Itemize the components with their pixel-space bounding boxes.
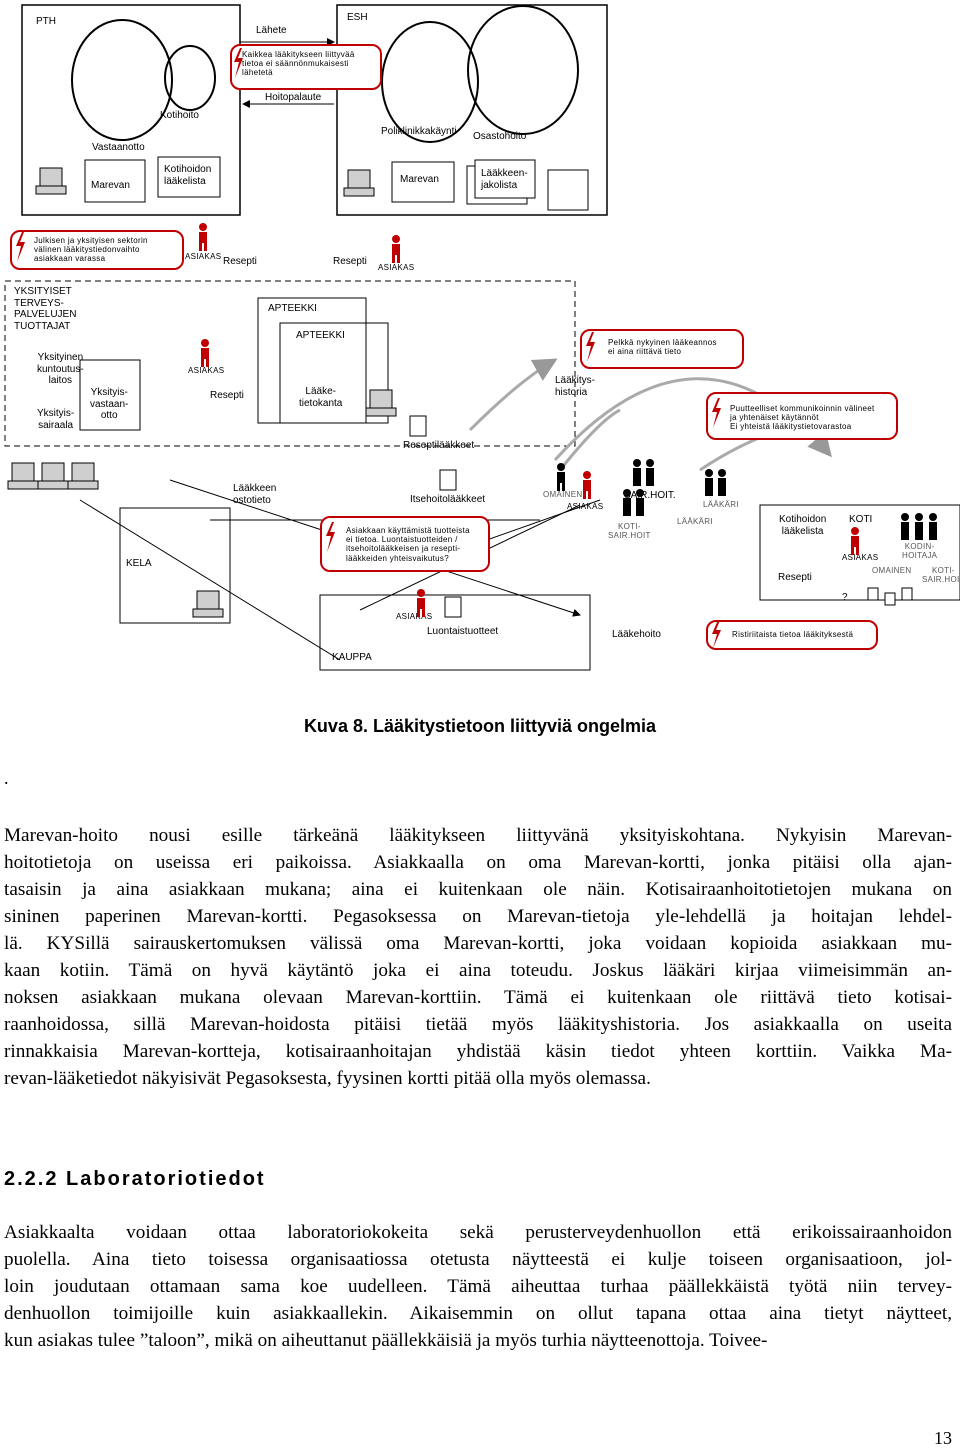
- laakityshistoria-label: Lääkitys- historia: [555, 375, 596, 398]
- pth-label: PTH: [36, 16, 56, 27]
- person-icon: [417, 589, 425, 617]
- person-group-icon: [623, 489, 644, 516]
- warning-bolt-icon: [712, 398, 721, 428]
- warning-text-asiakkaan: Asiakkaan käyttämistä tuotteista ei tiet…: [346, 526, 470, 563]
- paragraph-marevan: Marevan-hoito nousi esille tärkeänä lääk…: [4, 822, 952, 1092]
- kodinhoitaja-label: KODIN- HOITAJA: [902, 542, 938, 561]
- yksityisvastaanotto-label: Yksityis- vastaan- otto: [90, 387, 129, 421]
- kauppa-label: KAUPPA: [332, 652, 372, 663]
- person-icon: [557, 463, 565, 491]
- kela-label: KELA: [126, 558, 152, 569]
- person-icon: [392, 235, 400, 263]
- hoitopalaute-label: Hoitopalaute: [265, 92, 322, 103]
- laakari-label-2: LÄÄKÄRI: [677, 517, 713, 526]
- yksityissairaala-label: Yksityis- sairaala: [37, 408, 75, 431]
- kuntoutuslaitos-label: Yksityinen kuntoutus- laitos: [37, 352, 84, 386]
- asiakas-label-3: ASIAKAS: [188, 366, 225, 375]
- warning-text-puutteelliset: Puutteelliset kommunikoinnin välineet ja…: [730, 404, 875, 432]
- warning-bolt-icon: [586, 332, 595, 362]
- asiakas-label-4: ASIAKAS: [567, 502, 604, 511]
- esh-label: ESH: [347, 12, 368, 23]
- asiakas-label-6: ASIAKAS: [396, 612, 433, 621]
- warning-box-asiakkaan: Asiakkaan käyttämistä tuotteista ei tiet…: [320, 516, 490, 572]
- warning-text-ristiriitaista: Ristiriitaista tietoa lääkityksestä: [732, 630, 854, 639]
- person-icon: [201, 339, 209, 367]
- kotihoidon-laakelista-top: Kotihoidon lääkelista: [164, 164, 212, 187]
- figure-caption: Kuva 8. Lääkitystietoon liittyviä ongelm…: [303, 716, 657, 736]
- warning-text-julkinen: Julkisen ja yksityisen sektorin välinen …: [34, 236, 148, 264]
- warning-text-top: Kaikkea lääkitykseen liittyvää tietoa ei…: [242, 50, 355, 78]
- osastohoito-label: Osastohoito: [473, 131, 527, 142]
- resepti-label-3: Resepti: [210, 390, 244, 401]
- itsehoitolaakkeet-label: Itsehoitolääkkeet: [410, 494, 486, 505]
- asiakas-label-1: ASIAKAS: [185, 252, 222, 261]
- warning-bolt-icon: [234, 48, 243, 78]
- poliklinikkakaynti-label: Poliklinikkakäynti: [381, 126, 457, 137]
- question-mark: ?: [842, 592, 848, 603]
- person-icon: [851, 527, 859, 555]
- koti-label: KOTI: [849, 514, 873, 525]
- yksityiset-label: YKSITYISET TERVEYS- PALVELUJEN TUOTTAJAT: [14, 286, 77, 332]
- person-group-icon: [633, 459, 654, 486]
- laaketietokanta-label: Lääke- tietokanta: [299, 386, 343, 409]
- text-line: kaan kotiin. Tämä on hyvä käytäntö joka …: [4, 960, 952, 981]
- apteekki-inner-label: APTEEKKI: [296, 330, 345, 341]
- text-line: kun asiakas tulee ”taloon”, mikä on aihe…: [4, 1330, 768, 1351]
- person-icon: [583, 471, 591, 499]
- kotisairhoit-label: KOTI- SAIR.HOIT: [608, 522, 651, 541]
- laakari-label-1: LÄÄKÄRI: [703, 500, 739, 509]
- apteekki-outer-label: APTEEKKI: [268, 303, 317, 314]
- omainen-label-1: OMAINEN: [543, 490, 583, 499]
- warning-bolt-icon: [326, 522, 335, 552]
- laakehoito-label: Lääkehoito: [612, 629, 661, 640]
- person-icon: [199, 223, 207, 251]
- person-group-icon: [705, 469, 726, 496]
- warning-box-julkinen: Julkisen ja yksityisen sektorin välinen …: [10, 230, 184, 270]
- paragraph-laboratorio: Asiakkaalta voidaan ottaa laboratoriokok…: [4, 1219, 952, 1354]
- laakkeenjakolista-label: Lääkkeen- jakolista: [481, 168, 528, 191]
- kotisairhoit-label-2: KOTI- SAIR.HOIT: [922, 566, 960, 585]
- warning-text-pelkka: Pelkkä nykyinen lääkeannos ei aina riitt…: [608, 338, 717, 357]
- warning-box-ristiriitaista: Ristiriitaista tietoa lääkityksestä: [706, 620, 878, 650]
- asiakas-label-5: ASIAKAS: [842, 553, 879, 562]
- text-line: Asiakkaalta voidaan ottaa laboratoriokok…: [4, 1222, 952, 1243]
- text-line: tasaisin ja aina asiakkaan mukana; aina …: [4, 879, 952, 900]
- text-line: denhuollon toimijoille kuin asiakkaallek…: [4, 1303, 952, 1324]
- diagram-lines: [4, 4, 960, 671]
- laakkeen-ostotieto-label: Lääkkeen ostotieto: [233, 483, 277, 506]
- omainen-label-2: OMAINEN: [872, 566, 912, 575]
- warning-box-puutteelliset: Puutteelliset kommunikoinnin välineet ja…: [706, 392, 898, 440]
- text-line: puolella. Aina tieto toisessa organisaat…: [4, 1249, 952, 1270]
- text-line: hoitotietoja on useissa eri paikoissa. A…: [4, 852, 952, 873]
- vastaanotto-label: Vastaanotto: [92, 142, 145, 153]
- text-line: loin joudutaan ottamaan sama koe uudelle…: [4, 1276, 952, 1297]
- text-line: Marevan-hoito nousi esille tärkeänä lääk…: [4, 825, 952, 846]
- text-line: rinnakkaisia Marevan-kortteja, kotisaira…: [4, 1041, 952, 1062]
- text-line: lä. KYSillä sairauskertomuksen välissä o…: [4, 933, 952, 954]
- asiakas-label-2: ASIAKAS: [378, 263, 415, 272]
- reseptilaakkeet-label: Reseptilääkkeet: [403, 440, 475, 451]
- warning-box-top: Kaikkea lääkitykseen liittyvää tietoa ei…: [230, 44, 382, 90]
- section-heading: 2.2.2 Laboratoriotiedot: [4, 1168, 266, 1190]
- warning-box-pelkka: Pelkkä nykyinen lääkeannos ei aina riitt…: [580, 329, 744, 369]
- marevan-card-left: Marevan: [91, 180, 130, 191]
- kotihoidon-laakelista-bottom: Kotihoidon lääkelista: [779, 514, 827, 537]
- text-line: raanhoidossa, sillä Marevan-hoidosta pit…: [4, 1014, 952, 1035]
- lahete-label: Lähete: [256, 25, 287, 36]
- resepti-label-1: Resepti: [223, 256, 257, 267]
- text-line: sininen paperinen Marevan-kortti. Pegaso…: [4, 906, 952, 927]
- luontaistuotteet-label: Luontaistuotteet: [427, 626, 499, 637]
- page-number: 13: [934, 1428, 952, 1448]
- person-group-icon: [901, 513, 937, 540]
- stray-dot: .: [4, 768, 9, 788]
- kotihoito-label: Kotihoito: [160, 110, 199, 121]
- text-line: noksen asiakkaan mukana olevaan Marevan-…: [4, 987, 952, 1008]
- sairhoit-label: SAIR.HOIT.: [624, 490, 676, 501]
- marevan-card-right: Marevan: [400, 174, 439, 185]
- resepti-label-4: Resepti: [778, 572, 812, 583]
- warning-bolt-icon: [712, 620, 721, 648]
- resepti-label-2: Resepti: [333, 256, 367, 267]
- text-line: revan-lääketiedot näkyisivät Pegasoksest…: [4, 1068, 651, 1089]
- warning-bolt-icon: [16, 232, 25, 262]
